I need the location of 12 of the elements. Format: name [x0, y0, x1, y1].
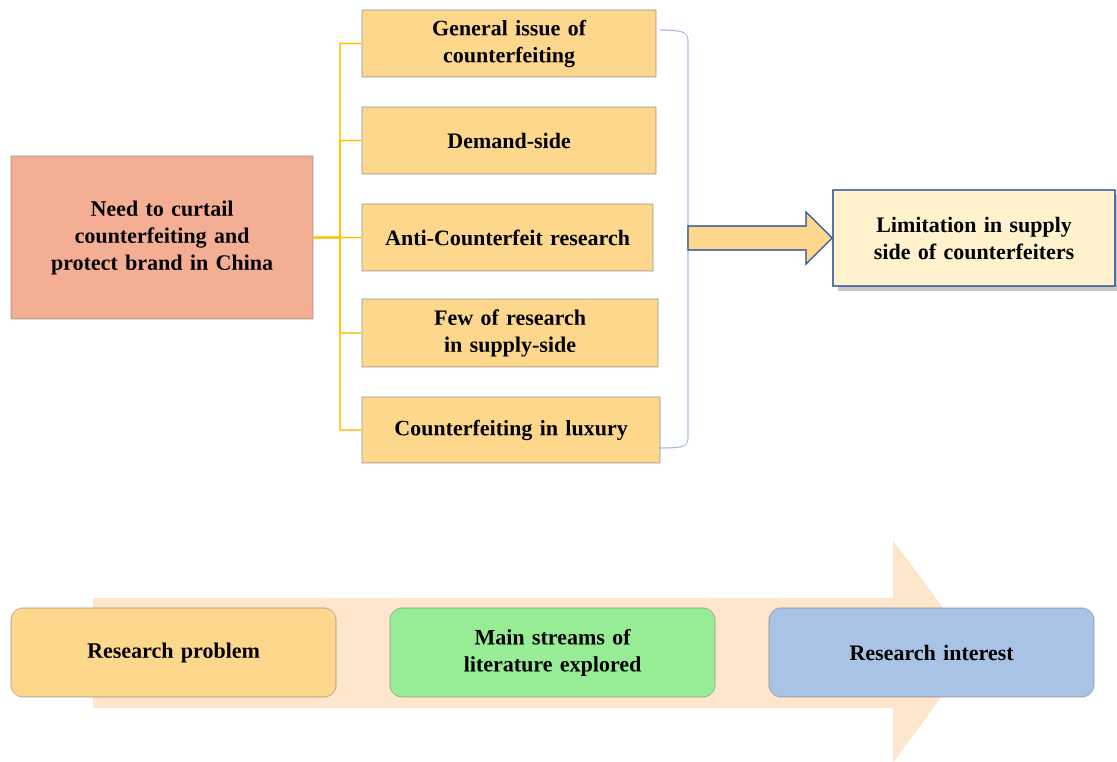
topic-box: Demand-side: [361, 106, 657, 175]
topic-box: Counterfeiting in luxury: [361, 396, 661, 464]
topic-box: Few of research in supply-side: [361, 298, 659, 368]
stage-box: Research interest: [768, 607, 1095, 698]
topic-box: Anti-Counterfeit research: [361, 203, 654, 272]
root-box: Need to curtail counterfeiting and protect brand in China: [10, 155, 314, 320]
block-arrow: [687, 210, 834, 266]
stage-box: Research problem: [10, 607, 337, 698]
connector: [312, 236, 363, 431]
stage-box: Main streams of literature explored: [389, 607, 716, 698]
result-box: Limitation in supply side of counterfeiters: [832, 189, 1116, 287]
topic-box: General issue of counterfeiting: [361, 9, 657, 78]
